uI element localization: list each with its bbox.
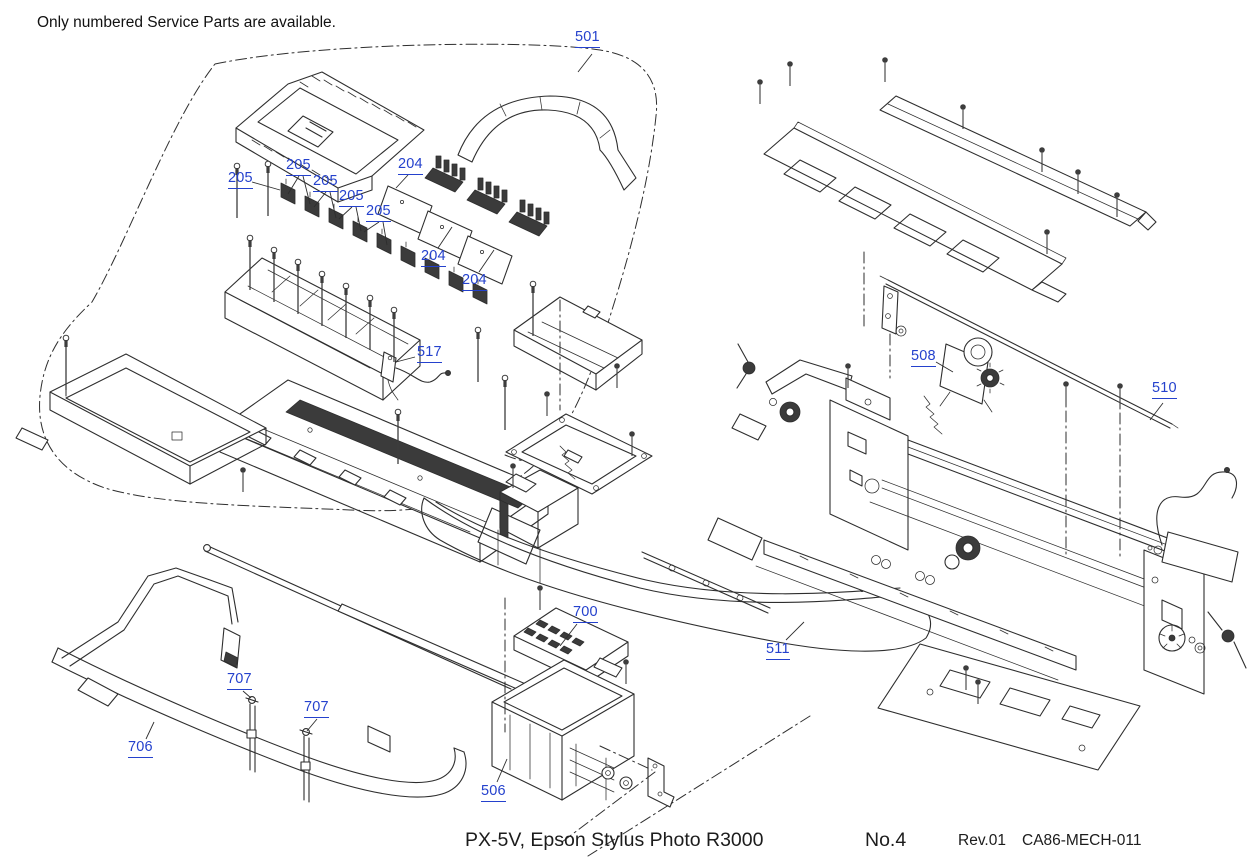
cable-guide <box>61 567 241 669</box>
pins-707 <box>245 696 313 803</box>
carriage-assembly <box>219 379 549 584</box>
footer-model-title: PX-5V, Epson Stylus Photo R3000 <box>465 829 764 851</box>
part-label-517[interactable]: 517 <box>417 345 442 363</box>
footer-revision: Rev.01 <box>958 832 1006 849</box>
part-label-706[interactable]: 706 <box>128 740 153 758</box>
part-label-707-2[interactable]: 707 <box>304 700 329 718</box>
part-label-510[interactable]: 510 <box>1152 381 1177 399</box>
sensor-517 <box>380 351 451 401</box>
part-label-205-1[interactable]: 205 <box>228 171 253 189</box>
shaft-510 <box>879 275 1179 429</box>
part-label-506[interactable]: 506 <box>481 784 506 802</box>
leader-lines <box>145 53 1164 783</box>
part-label-204-1[interactable]: 204 <box>398 157 423 175</box>
release-lever <box>707 343 853 561</box>
motor-508 <box>939 337 1005 413</box>
carriage-shaft <box>203 544 545 700</box>
feed-motor <box>1147 466 1247 669</box>
footer-document-code: CA86-MECH-011 <box>1022 832 1142 849</box>
print-head-700 <box>513 607 629 685</box>
part-label-205-4[interactable]: 205 <box>339 189 364 207</box>
top-panels <box>763 95 1157 303</box>
part-label-205-5[interactable]: 205 <box>366 204 391 222</box>
part-label-205-3[interactable]: 205 <box>313 174 338 192</box>
carriage-center-block <box>499 469 579 549</box>
part-label-508[interactable]: 508 <box>911 349 936 367</box>
footer-sheet-number: No.4 <box>865 829 907 851</box>
part-label-707-1[interactable]: 707 <box>227 672 252 690</box>
part-label-501[interactable]: 501 <box>575 30 600 48</box>
part-label-700[interactable]: 700 <box>573 605 598 623</box>
part-label-204-3[interactable]: 204 <box>462 273 487 291</box>
part-label-205-2[interactable]: 205 <box>286 158 311 176</box>
damper-covers-204 <box>377 155 550 285</box>
ffc-cable <box>457 95 637 191</box>
head-holder-506 <box>491 659 675 808</box>
availability-note: Only numbered Service Parts are availabl… <box>37 14 336 31</box>
front-guide-706 <box>51 647 467 798</box>
center-cover <box>513 296 643 391</box>
footer: PX-5V, Epson Stylus Photo R3000 No.4 Rev… <box>0 826 1250 856</box>
main-chassis <box>641 285 1205 771</box>
top-cover <box>235 71 425 203</box>
ink-dampers-205 <box>280 178 488 305</box>
part-label-204-2[interactable]: 204 <box>421 249 446 267</box>
connector-combs <box>424 155 550 237</box>
center-plate <box>505 413 653 495</box>
part-label-511[interactable]: 511 <box>766 642 790 660</box>
left-frame-bracket <box>15 353 267 485</box>
